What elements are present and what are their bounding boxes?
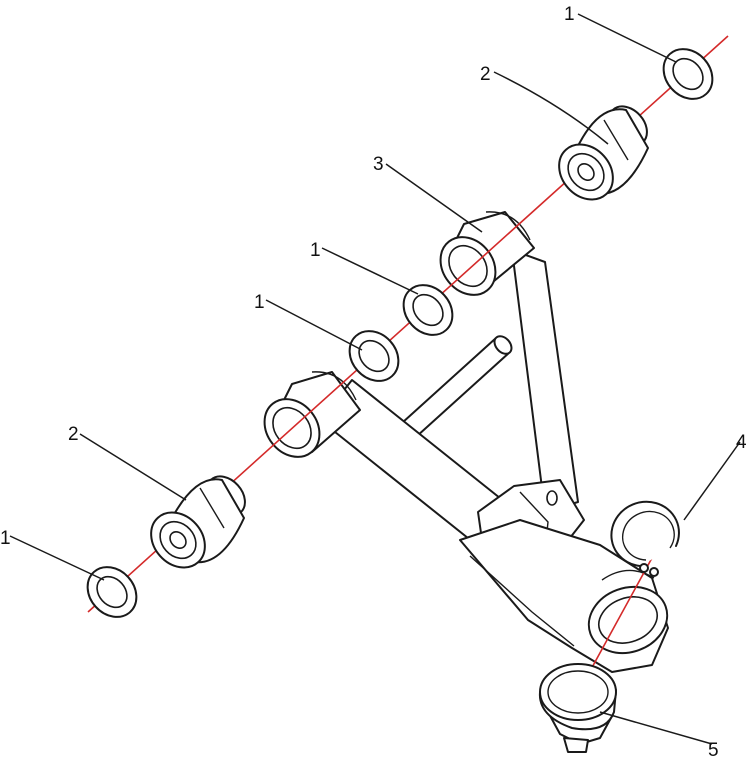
callout-washer-top-right: 1 xyxy=(564,4,575,25)
callout-labels: 1 2 3 1 1 2 1 4 5 xyxy=(0,4,747,761)
callout-bushing-top-right: 2 xyxy=(480,64,491,85)
bushing-top-right xyxy=(558,105,649,201)
callout-washer-mid-upper: 1 xyxy=(310,240,321,261)
ball-joint xyxy=(538,663,617,753)
bushing-left xyxy=(150,475,246,569)
washer-mid-lower xyxy=(348,330,400,382)
callout-washer-bottom-left: 1 xyxy=(0,528,11,549)
a-arm-frame xyxy=(263,211,669,673)
washer-mid-upper xyxy=(402,284,454,336)
leader-lines xyxy=(9,13,741,745)
callout-pivot-tube: 3 xyxy=(373,154,384,175)
callout-bushing-left: 2 xyxy=(68,424,79,445)
callout-ball-joint: 5 xyxy=(708,740,719,761)
callout-washer-mid-lower: 1 xyxy=(254,292,265,313)
washer-bottom-left xyxy=(86,566,138,618)
snap-ring xyxy=(610,500,680,577)
callout-snap-ring: 4 xyxy=(736,432,747,453)
